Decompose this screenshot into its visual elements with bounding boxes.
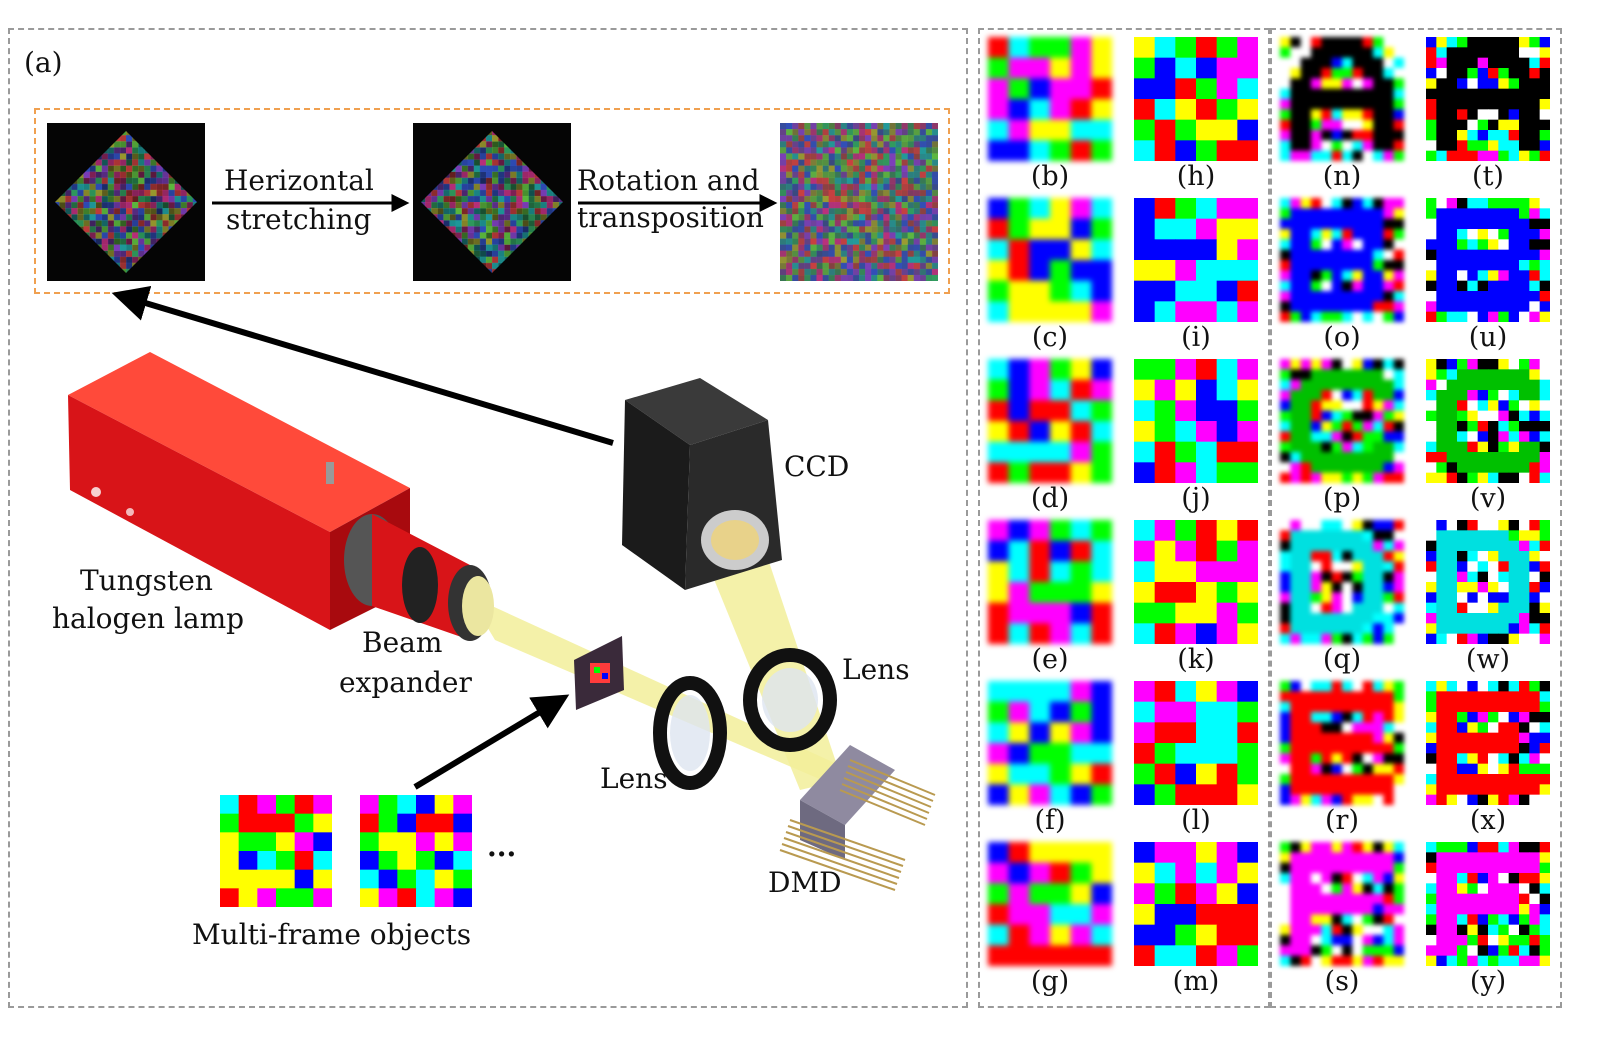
result-image-col4-3 (1426, 520, 1551, 645)
lower-lens (653, 676, 727, 790)
light-beam (468, 595, 850, 790)
ccd-camera (622, 378, 782, 590)
result-image-col3-4 (1280, 681, 1404, 805)
result-image-col4-4 (1426, 681, 1551, 806)
speckle-image-stretched (413, 123, 571, 281)
result-label-col1-5: (g) (1030, 966, 1070, 997)
result-image-col2-1 (1134, 198, 1259, 323)
ellipsis-label: ... (487, 830, 517, 863)
result-label-col2-1: (i) (1181, 322, 1211, 353)
ccd-label: CCD (784, 450, 850, 483)
result-label-col3-4: (r) (1325, 805, 1359, 836)
object-plane (574, 636, 624, 710)
result-label-col2-3: (k) (1177, 644, 1215, 675)
lamp-label-line2: halogen lamp (52, 602, 245, 635)
result-label-col1-0: (b) (1030, 161, 1070, 192)
step2-label-line1: Rotation and (577, 164, 760, 197)
result-image-col4-1 (1426, 198, 1551, 323)
result-image-col2-5 (1134, 842, 1259, 967)
result-image-col2-4 (1134, 681, 1259, 806)
result-image-col1-4 (988, 681, 1112, 805)
result-image-col1-2 (988, 359, 1112, 483)
step1-label-line1: Herizontal (224, 164, 374, 197)
result-image-col3-0 (1280, 37, 1404, 161)
pipeline-box (34, 108, 950, 294)
object-pattern-1 (220, 795, 332, 907)
result-label-col4-4: (x) (1469, 805, 1507, 836)
apparatus-illustration (68, 194, 936, 891)
result-label-col3-2: (p) (1322, 483, 1362, 514)
expander-label-line2: expander (339, 666, 472, 699)
result-image-col3-3 (1280, 520, 1404, 644)
result-label-col1-3: (e) (1031, 644, 1069, 675)
dmd-device (779, 745, 936, 891)
result-label-col2-4: (l) (1181, 805, 1211, 836)
result-label-col2-2: (j) (1181, 483, 1211, 514)
result-image-col4-5 (1426, 842, 1551, 967)
panel-grid-left-frame (978, 28, 1270, 1008)
upper-lens (743, 648, 837, 752)
result-image-col2-0 (1134, 37, 1259, 162)
result-image-col4-0 (1426, 37, 1551, 162)
result-label-col4-1: (u) (1468, 322, 1508, 353)
result-label-col1-1: (c) (1031, 322, 1069, 353)
lens-upper-label: Lens (842, 653, 910, 686)
result-label-col3-1: (o) (1323, 322, 1361, 353)
lens-lower-label: Lens (600, 762, 668, 795)
panel-a-label: (a) (24, 46, 63, 79)
result-label-col1-4: (f) (1034, 805, 1066, 836)
result-image-col2-3 (1134, 520, 1259, 645)
result-label-col2-5: (m) (1172, 966, 1220, 997)
object-pattern-2 (360, 795, 472, 907)
result-image-col1-0 (988, 37, 1112, 161)
result-image-col1-5 (988, 842, 1112, 966)
expander-label-line1: Beam (362, 626, 443, 659)
result-image-col3-1 (1280, 198, 1404, 322)
speckle-image-transposed (780, 123, 938, 281)
result-image-col1-1 (988, 198, 1112, 322)
result-label-col4-0: (t) (1472, 161, 1504, 192)
result-label-col4-2: (v) (1469, 483, 1507, 514)
objects-label: Multi-frame objects (192, 918, 472, 951)
result-image-col3-5 (1280, 842, 1404, 966)
step2-label-line2: transposition (577, 201, 764, 234)
result-label-col3-0: (n) (1322, 161, 1362, 192)
arrow-ccd-to-pipeline (111, 285, 614, 446)
speckle-image-raw (47, 123, 205, 281)
lamp-label-line1: Tungsten (80, 564, 213, 597)
result-image-col3-2 (1280, 359, 1404, 483)
result-label-col3-3: (q) (1322, 644, 1362, 675)
dmd-label: DMD (768, 866, 842, 899)
result-label-col4-5: (y) (1469, 966, 1507, 997)
step1-label-line2: stretching (226, 203, 372, 236)
result-label-col3-5: (s) (1324, 966, 1360, 997)
result-image-col4-2 (1426, 359, 1551, 484)
arrow-objects-to-plane (413, 694, 570, 790)
result-label-col1-2: (d) (1030, 483, 1070, 514)
panel-a-frame (8, 28, 968, 1008)
result-image-col2-2 (1134, 359, 1259, 484)
result-label-col4-3: (w) (1465, 644, 1511, 675)
panel-grid-right-frame (1270, 28, 1562, 1008)
beam-expander (344, 514, 494, 641)
result-label-col2-0: (h) (1176, 161, 1216, 192)
result-image-col1-3 (988, 520, 1112, 644)
